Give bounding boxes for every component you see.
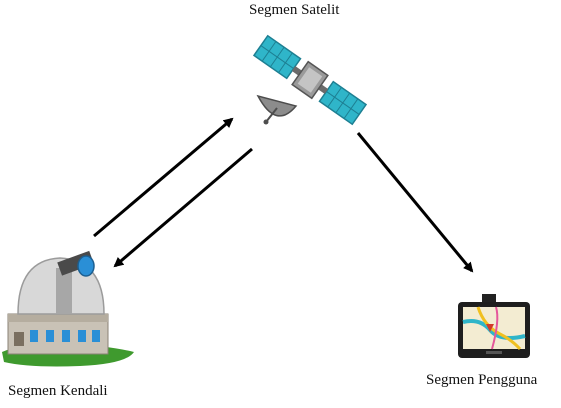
gps-device-icon [458,294,530,358]
satellite-icon [252,34,368,126]
control-segment-label: Segmen Kendali [8,383,108,399]
satellite-segment-label: Segmen Satelit [249,2,340,18]
arrow-control-to-satellite [93,117,234,238]
user-segment-label: Segmen Pengguna [426,372,538,388]
arrow-satellite-to-user [356,132,474,273]
arrow-satellite-to-control [113,147,253,268]
observatory-icon [2,250,134,367]
